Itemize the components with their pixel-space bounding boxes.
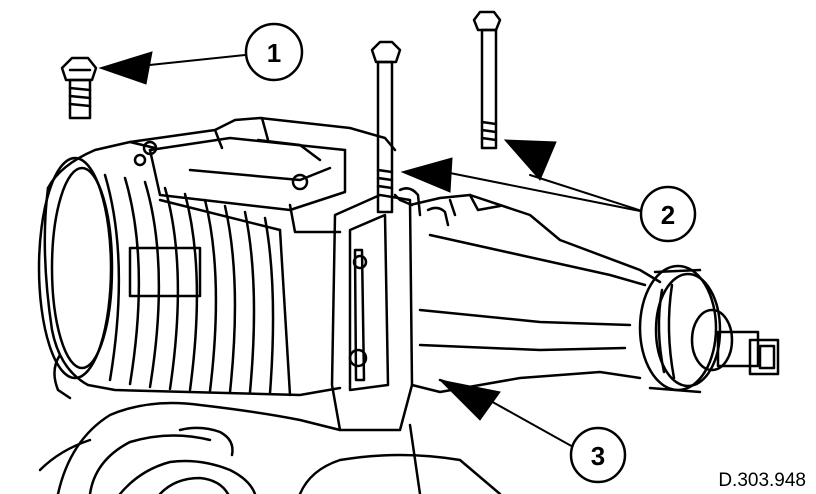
small-bolt	[60, 56, 98, 120]
callout-2-arrowhead-upper	[503, 139, 557, 181]
callout-2-circle	[639, 185, 697, 243]
long-bolt-right	[472, 10, 502, 150]
callout-1-arrowhead	[98, 51, 153, 85]
callout-3-arrowhead	[438, 379, 501, 421]
callout-1-label: 1	[267, 38, 281, 68]
callout-1-circle	[244, 22, 304, 82]
callout-3-label: 3	[591, 441, 605, 471]
engine-block-outline	[38, 353, 502, 494]
diagram-reference-code: D.303.948	[718, 470, 806, 491]
mounting-bracket	[330, 187, 422, 432]
long-bolt-center	[370, 40, 402, 214]
callout-2-label: 2	[661, 200, 675, 230]
supercharger-housing	[37, 116, 397, 397]
drive-pulley	[638, 264, 780, 394]
callout-leader-lines	[139, 54, 646, 449]
callout-3-circle	[569, 426, 627, 484]
callout-2-arrowhead-lower	[400, 157, 453, 193]
drive-nose-section	[408, 193, 662, 394]
